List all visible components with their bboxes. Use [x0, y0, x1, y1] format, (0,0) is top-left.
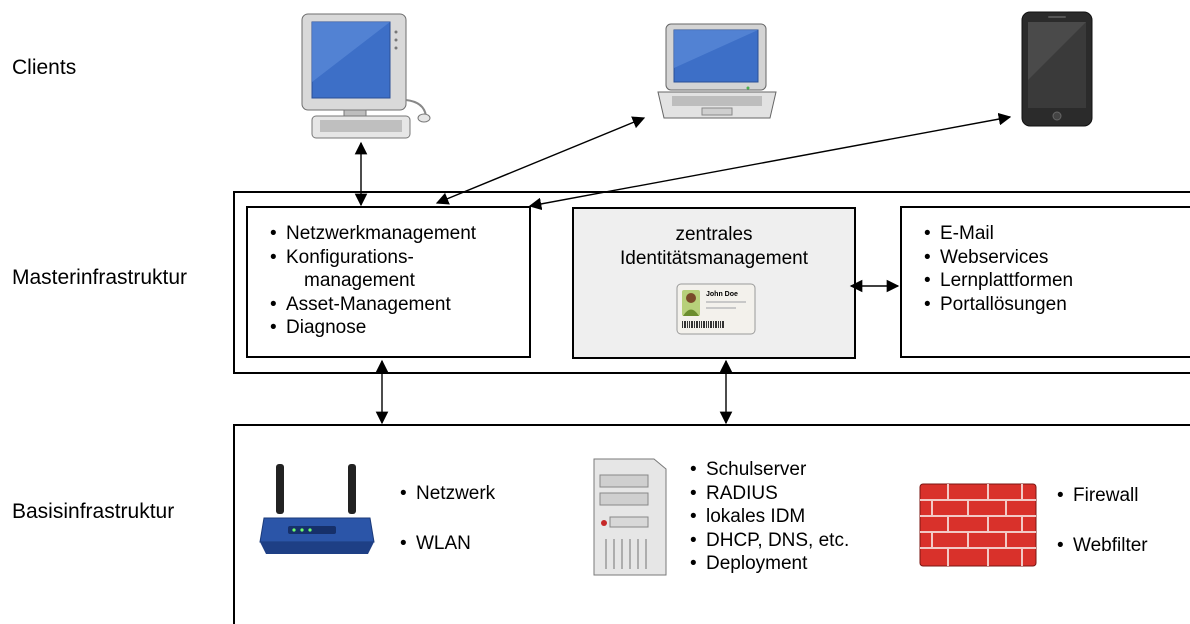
- list-item: Lernplattformen: [922, 269, 1073, 293]
- server-tower-icon: [593, 458, 667, 576]
- firewall-list: Firewall: [1055, 484, 1138, 508]
- server-list: Schulserver RADIUS lokales IDM DHCP, DNS…: [688, 458, 849, 576]
- id-card-name: John Doe: [706, 291, 738, 298]
- list-item: lokales IDM: [688, 505, 849, 529]
- connector-layer: [354, 112, 1012, 425]
- laptop-icon: [657, 23, 777, 119]
- identity-management-box: zentrales Identitätsmanagement John Doe: [572, 207, 856, 359]
- arrow-phone-management: [528, 112, 1012, 211]
- wifi-router-icon: [259, 464, 375, 554]
- management-box: Netzwerkmanagement Konfigurations- manag…: [246, 206, 531, 358]
- list-item: Webfilter: [1055, 534, 1148, 558]
- list-item: Netzwerkmanagement: [268, 222, 476, 246]
- list-item: Konfigurations-: [268, 246, 476, 270]
- list-item: Netzwerk: [398, 482, 495, 506]
- idm-title-line1: zentrales: [675, 224, 753, 245]
- list-item: E-Mail: [922, 222, 1073, 246]
- list-item: DHCP, DNS, etc.: [688, 529, 849, 553]
- list-item: Schulserver: [688, 458, 849, 482]
- smartphone-icon: [1021, 11, 1093, 127]
- services-box: E-Mail Webservices Lernplattformen Porta…: [900, 206, 1190, 358]
- list-item: Firewall: [1055, 484, 1138, 508]
- router-list: Netzwerk: [398, 482, 495, 506]
- id-card-icon: John Doe: [676, 283, 756, 335]
- row-label-masterinfrastruktur: Masterinfrastruktur: [12, 266, 188, 289]
- firewall-list-2: Webfilter: [1055, 534, 1148, 558]
- row-label-basisinfrastruktur: Basisinfrastruktur: [12, 500, 175, 523]
- list-item: Webservices: [922, 246, 1073, 270]
- list-item: Diagnose: [268, 316, 476, 340]
- list-item: Deployment: [688, 552, 849, 576]
- list-item-continuation: management: [304, 270, 415, 291]
- firewall-icon: [919, 483, 1037, 567]
- list-item: Portallösungen: [922, 293, 1073, 317]
- list-item: WLAN: [398, 532, 471, 556]
- row-label-clients: Clients: [12, 56, 77, 79]
- router-list-2: WLAN: [398, 532, 471, 556]
- list-item: Asset-Management: [268, 293, 476, 317]
- idm-title-line2: Identitätsmanagement: [619, 248, 808, 269]
- list-item: RADIUS: [688, 482, 849, 506]
- desktop-computer-icon: [301, 13, 431, 139]
